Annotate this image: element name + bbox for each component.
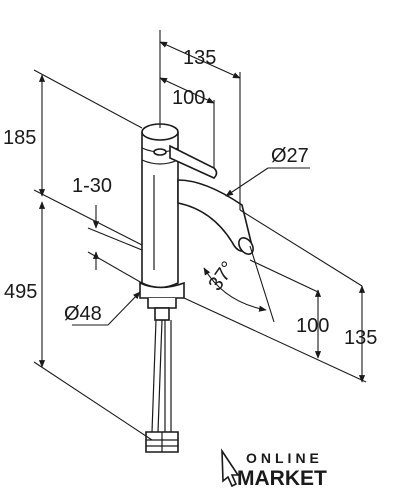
online-market-logo: ONLINE MARKET: [221, 448, 327, 490]
dim-height-above-deck: 185: [3, 127, 36, 149]
faucet-body: [139, 123, 254, 453]
logo-line-1: ONLINE: [246, 450, 323, 466]
cursor-arrow-icon: [221, 448, 240, 488]
logo-line-2: MARKET: [237, 467, 327, 490]
spout-outlet: [238, 237, 254, 255]
dim-outlet-height: 100: [296, 315, 329, 337]
dimension-lines: [33, 30, 367, 441]
lever-handle: [169, 144, 218, 179]
dim-spout-angle: 37°: [204, 258, 239, 295]
spout: [177, 179, 253, 252]
dimension-labels: 135 100 185 1-30 495 Ø48 Ø27 37° 100 135: [3, 47, 377, 349]
threaded-rod: [154, 307, 170, 321]
base-fixing: [139, 281, 185, 299]
dim-spout-diameter: Ø27: [271, 145, 309, 167]
dim-height-below-deck: 495: [4, 281, 37, 303]
supply-hose-left: [151, 319, 163, 433]
dim-total-spout-reach: 135: [183, 47, 216, 69]
dim-lever-reach: 100: [172, 87, 205, 109]
supply-hose-right: [164, 320, 172, 432]
dim-base-diameter: Ø48: [64, 303, 102, 325]
dim-deck-thickness: 1-30: [72, 175, 112, 197]
dim-spout-height: 135: [344, 327, 377, 349]
